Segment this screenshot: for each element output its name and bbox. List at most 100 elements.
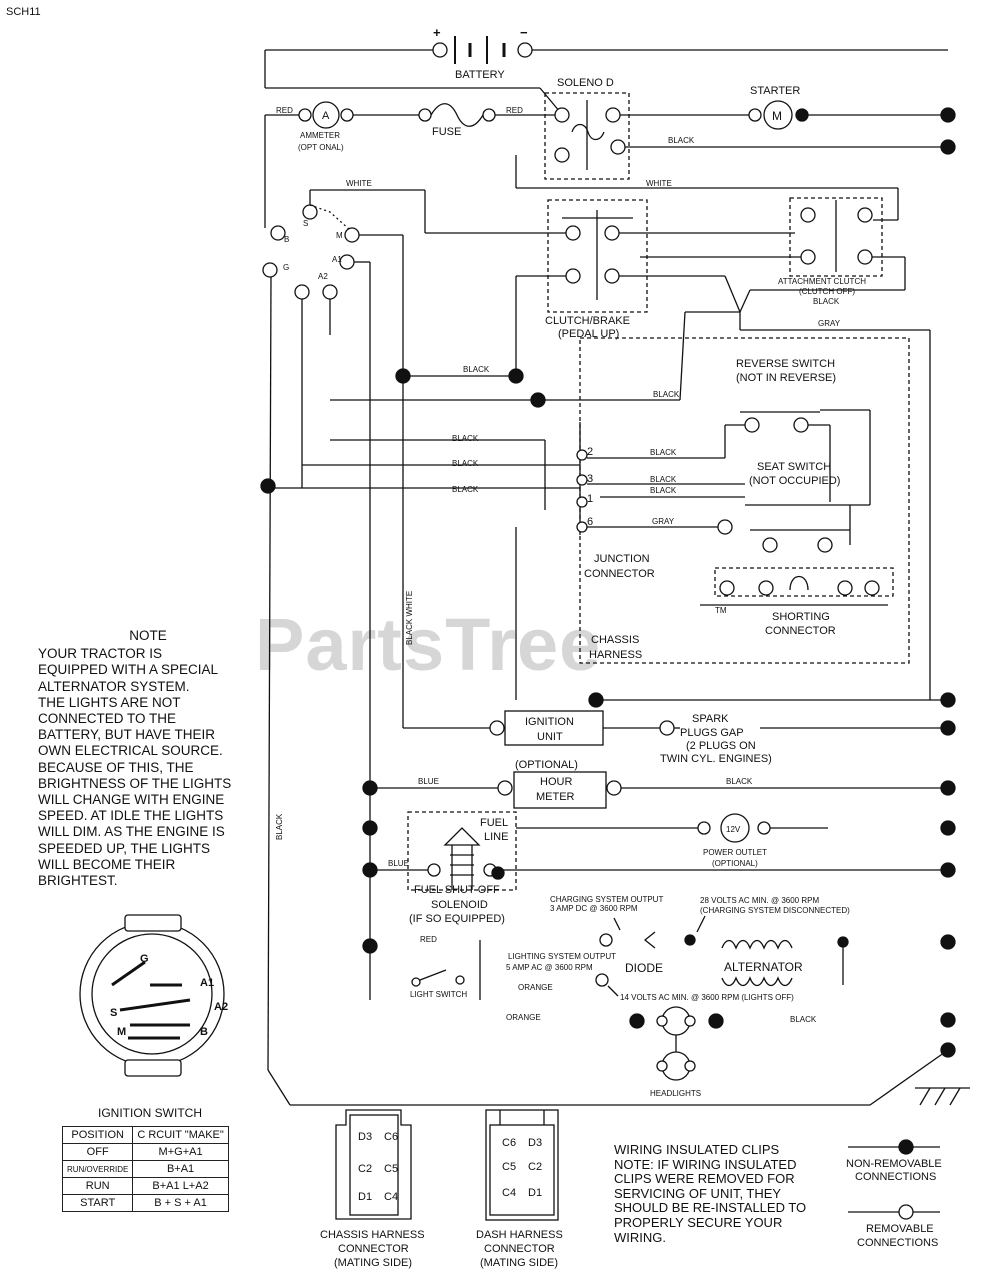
dash-pin-4: C2 (528, 1161, 542, 1173)
power-outlet-symbol (720, 813, 750, 843)
dash-conn-label-3: (MATING SIDE) (480, 1257, 558, 1269)
wire-red-fuse: RED (506, 106, 523, 115)
charging-volts-2: (CHARGING SYSTEM DISCONNECTED) (700, 906, 850, 915)
wiring-clips-note: WIRING INSULATED CLIPS NOTE: IF WIRING I… (614, 1142, 844, 1245)
note-line: SPEED. AT IDLE THE LIGHTS (38, 808, 224, 824)
charging-output-2: 3 AMP DC @ 3600 RPM (550, 904, 638, 913)
fuse-symbol (430, 103, 484, 127)
wiring-note-line: CLIPS WERE REMOVED FOR (614, 1171, 795, 1187)
dash-pin-6: D1 (528, 1187, 542, 1199)
alternator-note: NOTE YOUR TRACTOR IS EQUIPPED WITH A SPE… (38, 628, 258, 889)
starter-terminal-dot (795, 108, 809, 122)
dash-conn-label-1: DASH HARNESS (476, 1229, 563, 1241)
chassis-conn-label-2: CONNECTOR (338, 1243, 409, 1255)
battery-label: BATTERY (455, 69, 505, 81)
chassis-pin-d1: D1 (358, 1191, 372, 1203)
lighting-volts: 14 VOLTS AC MIN. @ 3600 RPM (LIGHTS OFF) (620, 993, 794, 1002)
power-outlet-label-1: POWER OUTLET (703, 848, 767, 857)
charging-volts-1: 28 VOLTS AC MIN. @ 3600 RPM (700, 896, 819, 905)
watermark: PartsTree (255, 603, 601, 686)
table-cell: B+A1 L+A2 (132, 1177, 229, 1195)
chassis-pin-d3: D3 (358, 1131, 372, 1143)
note-line: YOUR TRACTOR IS (38, 646, 163, 662)
fuel-line-label-2: LINE (484, 831, 508, 843)
seat-switch-label-2: (NOT OCCUPIED) (749, 475, 840, 487)
seat-switch-label-1: SEAT SWITCH (757, 461, 831, 473)
chassis-harness-label-2: HARNESS (589, 649, 642, 661)
fuel-solenoid-box (407, 811, 517, 891)
isw-m: M (117, 1026, 126, 1038)
junction-pin-3: 3 (587, 473, 593, 485)
hour-meter-box (513, 771, 607, 809)
fuel-line-label-1: FUEL (480, 817, 508, 829)
ign-term-m: M (336, 231, 343, 240)
note-line: BATTERY, BUT HAVE THEIR (38, 727, 216, 743)
ign-term-a1: A1 (332, 255, 342, 264)
wire-gray-top: GRAY (818, 319, 841, 328)
shorting-label-2: CONNECTOR (765, 625, 836, 637)
table-cell: B+A1 (132, 1160, 229, 1178)
table-cell: M+G+A1 (132, 1143, 229, 1161)
note-line: SPEEDED UP, THE LIGHTS (38, 840, 211, 856)
wire-black-clutch: BLACK (463, 365, 490, 374)
fuse-label: FUSE (432, 126, 461, 138)
wire-black-j1: BLACK (650, 486, 677, 495)
wire-black-465: BLACK (452, 459, 479, 468)
dash-harness-connector (485, 1109, 559, 1221)
spark-label-2: PLUGS GAP (680, 727, 744, 739)
wire-black-white: BLACK WHITE (405, 591, 414, 645)
page-id: SCH11 (6, 6, 41, 18)
reverse-switch-label-1: REVERSE SWITCH (736, 358, 835, 370)
chassis-pin-c4: C4 (384, 1191, 398, 1203)
attachment-clutch-label-2: (CLUTCH OFF) (799, 287, 855, 296)
legend-removable-1: REMOVABLE (866, 1223, 934, 1235)
legend-non-removable-2: CONNECTIONS (855, 1171, 936, 1183)
table-cell: RUN/OVERRIDE (61, 1160, 134, 1178)
alternator-label: ALTERNATOR (724, 960, 803, 974)
hour-meter-label-2: HOUR (540, 776, 572, 788)
wire-red-ammeter: RED (276, 106, 293, 115)
lighting-output-1: LIGHTING SYSTEM OUTPUT (508, 952, 616, 961)
lighting-output-2: 5 AMP AC @ 3600 RPM (506, 963, 593, 972)
isw-s: S (110, 1007, 117, 1019)
ammeter-symbol-label: A (322, 110, 330, 122)
ign-term-b: B (284, 235, 289, 244)
isw-a2: A2 (214, 1001, 228, 1013)
reverse-switch-label-2: (NOT IN REVERSE) (736, 372, 836, 384)
note-line: WILL CHANGE WITH ENGINE (38, 792, 225, 808)
note-line: BRIGHTEST. (38, 873, 118, 889)
fuel-solenoid-symbol (443, 827, 481, 846)
ignition-switch-title: IGNITION SWITCH (98, 1106, 202, 1120)
attachment-clutch-label-1: ATTACHMENT CLUTCH (778, 277, 866, 286)
clutch-brake-label-1: CLUTCH/BRAKE (545, 315, 630, 327)
wire-black-440: BLACK (452, 434, 479, 443)
legend-removable-dot (898, 1204, 914, 1220)
wire-black-main: BLACK (275, 813, 284, 840)
chassis-pin-c5: C5 (384, 1163, 398, 1175)
note-line: BRIGHTNESS OF THE LIGHTS (38, 775, 232, 791)
power-outlet-symbol-label: 12V (726, 825, 741, 834)
wire-blue-fuel: BLUE (388, 859, 409, 868)
wire-black-attachment: BLACK (813, 297, 840, 306)
hour-meter-label-3: METER (536, 791, 575, 803)
isw-b: B (200, 1026, 208, 1038)
diode-label: DIODE (625, 961, 663, 975)
wire-white-top: WHITE (646, 179, 672, 188)
wire-orange: ORANGE (518, 983, 553, 992)
attachment-clutch-box (789, 197, 883, 277)
ammeter-label-2: (OPT ONAL) (298, 143, 344, 152)
ammeter-symbol (312, 101, 340, 129)
wire-gray-j6: GRAY (652, 517, 675, 526)
wire-white-ign: WHITE (346, 179, 372, 188)
dash-pin-5: C4 (502, 1187, 516, 1199)
note-line: CONNECTED TO THE (38, 711, 177, 727)
legend-non-removable-1: NON-REMOVABLE (846, 1158, 942, 1170)
dash-pin-2: D3 (528, 1137, 542, 1149)
wiring-note-line: SERVICING OF UNIT, THEY (614, 1185, 782, 1201)
wire-black-j2: BLACK (650, 448, 677, 457)
wire-black-hour: BLACK (726, 777, 753, 786)
ign-term-g: G (283, 263, 289, 272)
junction-pin-2: 2 (587, 446, 593, 458)
wire-black-j3: BLACK (650, 475, 677, 484)
wire-black-400: BLACK (653, 390, 680, 399)
